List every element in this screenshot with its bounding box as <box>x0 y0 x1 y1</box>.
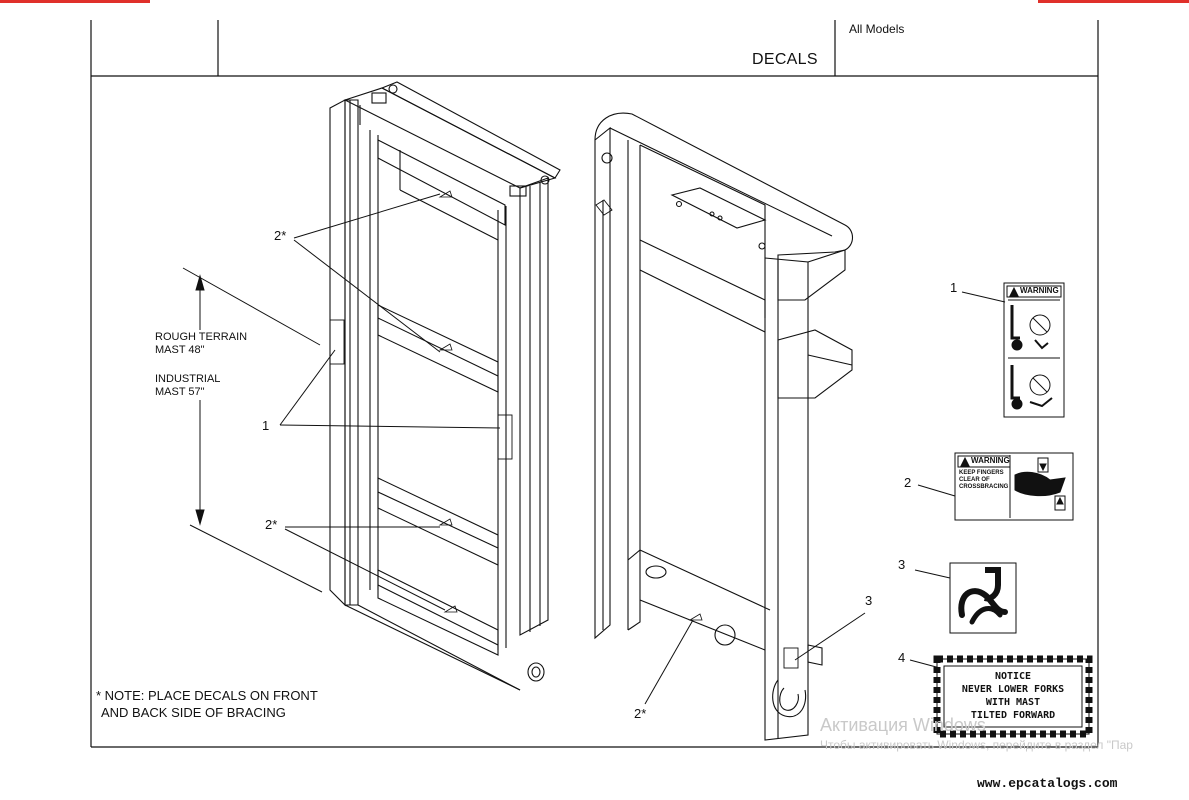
dimension-text-line: INDUSTRIAL <box>155 373 221 385</box>
decal-4-notice-graphic <box>933 655 1093 738</box>
decal-2-warning-text: WARNING <box>971 456 1010 465</box>
dimension-label-industrial: INDUSTRIAL MAST 57" <box>155 373 220 399</box>
page-title: DECALS <box>752 51 818 68</box>
decal-3-crush-hazard-graphic <box>949 562 1017 634</box>
callout-1-left: 1 <box>262 418 270 433</box>
notice-line: NEVER LOWER FORKS <box>961 684 1065 695</box>
source-site-label: www.epcatalogs.com <box>977 776 1118 791</box>
decal-2-text-line: CLEAR OF <box>959 477 990 483</box>
dimension-label-rough-terrain: ROUGH TERRAIN MAST 48" <box>155 331 247 357</box>
left-mast-drawing <box>329 81 561 691</box>
note-line: AND BACK SIDE OF BRACING <box>101 705 286 720</box>
model-label: All Models <box>849 22 905 36</box>
note-line: * NOTE: PLACE DECALS ON FRONT <box>96 688 318 703</box>
legend-number-1: 1 <box>950 280 958 295</box>
dimension-text-line: MAST 48" <box>155 344 205 356</box>
dimension-lines <box>182 267 323 593</box>
decal-2-text-line: CROSSBRACING <box>959 484 1009 490</box>
legend-number-2: 2 <box>904 475 912 490</box>
notice-line: NOTICE <box>994 671 1032 682</box>
decal-1-warning-text: WARNING <box>1020 286 1059 295</box>
top-left-accent <box>0 0 150 3</box>
callout-2-top: 2* <box>274 228 287 243</box>
dimension-text-line: MAST 57" <box>155 386 205 398</box>
header-frame <box>90 20 1099 748</box>
activation-watermark-subtitle: Чтобы активировать Windows, перейдите в … <box>820 738 1133 752</box>
decal-2-instruction: KEEP FINGERS CLEAR OF CROSSBRACING <box>959 470 1008 491</box>
legend-number-3: 3 <box>898 557 906 572</box>
placement-note: * NOTE: PLACE DECALS ON FRONT AND BACK S… <box>96 687 318 721</box>
right-mast-drawing <box>594 112 854 741</box>
top-right-accent <box>1038 0 1189 3</box>
activation-watermark-title: Активация Windows <box>820 715 986 735</box>
callout-2-bottom: 2* <box>634 706 647 721</box>
decal-2-warning-graphic <box>954 452 1074 521</box>
legend-number-4: 4 <box>898 650 906 665</box>
dimension-text-line: ROUGH TERRAIN <box>155 331 248 343</box>
decal-1-warning-graphic <box>1003 282 1065 418</box>
callout-3-mast: 3 <box>865 593 873 608</box>
leader-lines-right <box>644 291 1006 705</box>
notice-line: TILTED FORWARD <box>970 710 1056 721</box>
callout-2-mid: 2* <box>265 517 278 532</box>
decal-2-text-line: KEEP FINGERS <box>959 470 1004 476</box>
leader-lines-left <box>279 193 501 611</box>
notice-line: WITH MAST <box>985 697 1041 708</box>
decal-4-notice-text: NOTICE NEVER LOWER FORKS WITH MAST TILTE… <box>944 670 1082 722</box>
